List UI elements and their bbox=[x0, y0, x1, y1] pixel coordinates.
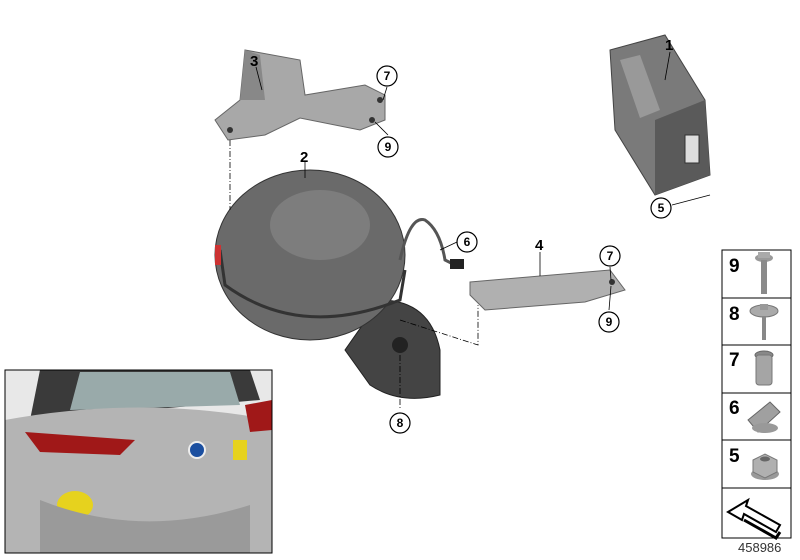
legend-number-5: 5 bbox=[729, 446, 740, 467]
callout-1: 1 bbox=[665, 37, 673, 54]
drawing-number: 458986 bbox=[738, 540, 782, 555]
callout-9-right: 9 bbox=[606, 315, 613, 329]
callout-3: 3 bbox=[250, 53, 258, 70]
clip-nut-icon bbox=[747, 401, 781, 433]
bracket-part-4[interactable] bbox=[469, 269, 626, 311]
callout-8: 8 bbox=[397, 416, 404, 430]
flange-bolt-icon bbox=[755, 252, 773, 294]
legend-number-9: 9 bbox=[729, 256, 740, 277]
callout-7-top: 7 bbox=[384, 69, 391, 83]
legend-number-8: 8 bbox=[729, 304, 740, 325]
sound-generator-part-2[interactable] bbox=[214, 169, 464, 399]
control-unit-part-1[interactable] bbox=[609, 34, 711, 196]
callout-7-right: 7 bbox=[607, 249, 614, 263]
callout-circles bbox=[376, 65, 672, 434]
callout-lines bbox=[255, 51, 711, 311]
legend-number-7: 7 bbox=[729, 350, 740, 371]
vehicle-location-inset bbox=[4, 369, 273, 554]
fastener-legend: 9 8 7 6 5 bbox=[721, 249, 792, 540]
hex-flange-nut-icon bbox=[751, 453, 779, 480]
bracket-part-3[interactable] bbox=[214, 49, 386, 141]
callout-5: 5 bbox=[658, 201, 665, 215]
leader-lines bbox=[229, 140, 479, 408]
callout-9-top: 9 bbox=[385, 140, 392, 154]
rivet-nut-icon bbox=[754, 350, 774, 386]
callout-4: 4 bbox=[535, 237, 544, 254]
arrow-icon bbox=[726, 497, 782, 540]
washer-bolt-icon bbox=[749, 304, 779, 340]
callout-6: 6 bbox=[464, 235, 471, 249]
legend-number-6: 6 bbox=[729, 398, 740, 419]
callout-2: 2 bbox=[300, 149, 308, 166]
